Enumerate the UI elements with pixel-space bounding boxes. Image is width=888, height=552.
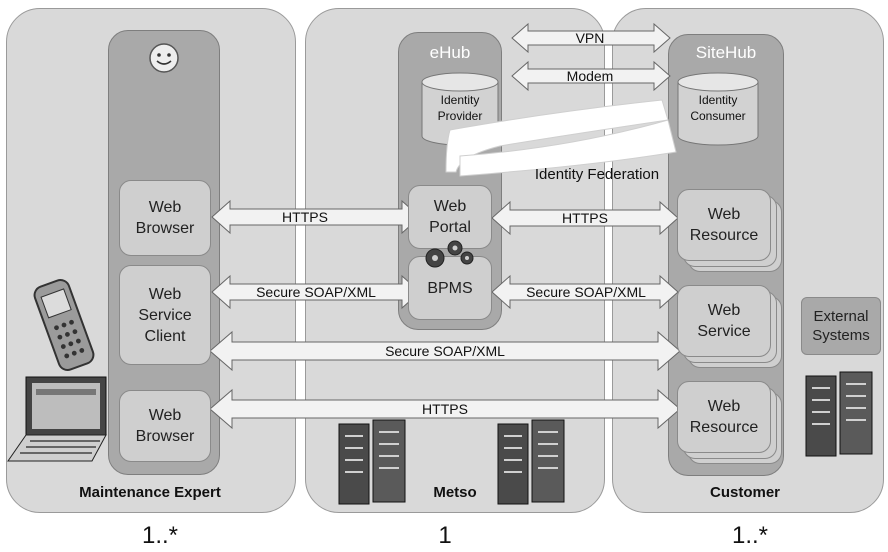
metso-multiplicity: 1 [438,522,452,549]
mobile-phone-icon [33,279,95,371]
soap-left-label: Secure SOAP/XML [256,284,376,300]
identity-consumer-label: Identity Consumer [690,93,746,123]
customer-label: Customer [709,484,780,501]
ehub-title: eHub [429,43,471,62]
metso-label: Metso [433,484,477,501]
maintenance-expert-label: Maintenance Expert [79,484,221,501]
identity-federation-arc [445,99,677,177]
maintenance-multiplicity: 1..* [141,522,179,549]
bpms-box: BPMS [408,256,492,320]
https-long-label: HTTPS [422,401,468,417]
modem-label: Modem [566,68,614,84]
soap-right-label: Secure SOAP/XML [526,284,646,300]
web-browser-bottom-box: Web Browser [119,390,211,462]
https-right-label: HTTPS [562,210,608,226]
customer-server-icon [805,371,873,457]
vpn-arrow [511,22,671,54]
web-resource-bottom-box: Web Resource [677,381,771,453]
laptop-icon [7,376,107,462]
identity-consumer-database-icon [677,72,759,146]
identity-provider-label: Identity Provider [437,93,483,123]
web-service-client-box: Web Service Client [119,265,211,365]
web-browser-top-box: Web Browser [119,180,211,256]
soap-long-label: Secure SOAP/XML [385,343,505,359]
metso-server-right-icon [497,419,565,505]
customer-multiplicity: 1..* [731,522,769,549]
gears-icon [425,240,474,268]
modem-arrow [511,60,671,92]
vpn-label: VPN [575,30,605,46]
external-systems-box: External Systems [801,297,881,355]
https-left-label: HTTPS [282,209,328,225]
web-service-box: Web Service [677,285,771,357]
web-resource-top-box: Web Resource [677,189,771,261]
sitehub-title: SiteHub [695,43,757,62]
web-portal-box: Web Portal [408,185,492,249]
metso-server-left-icon [338,419,406,505]
smiley-icon [149,43,179,73]
identity-federation-label: Identity Federation [534,166,660,183]
